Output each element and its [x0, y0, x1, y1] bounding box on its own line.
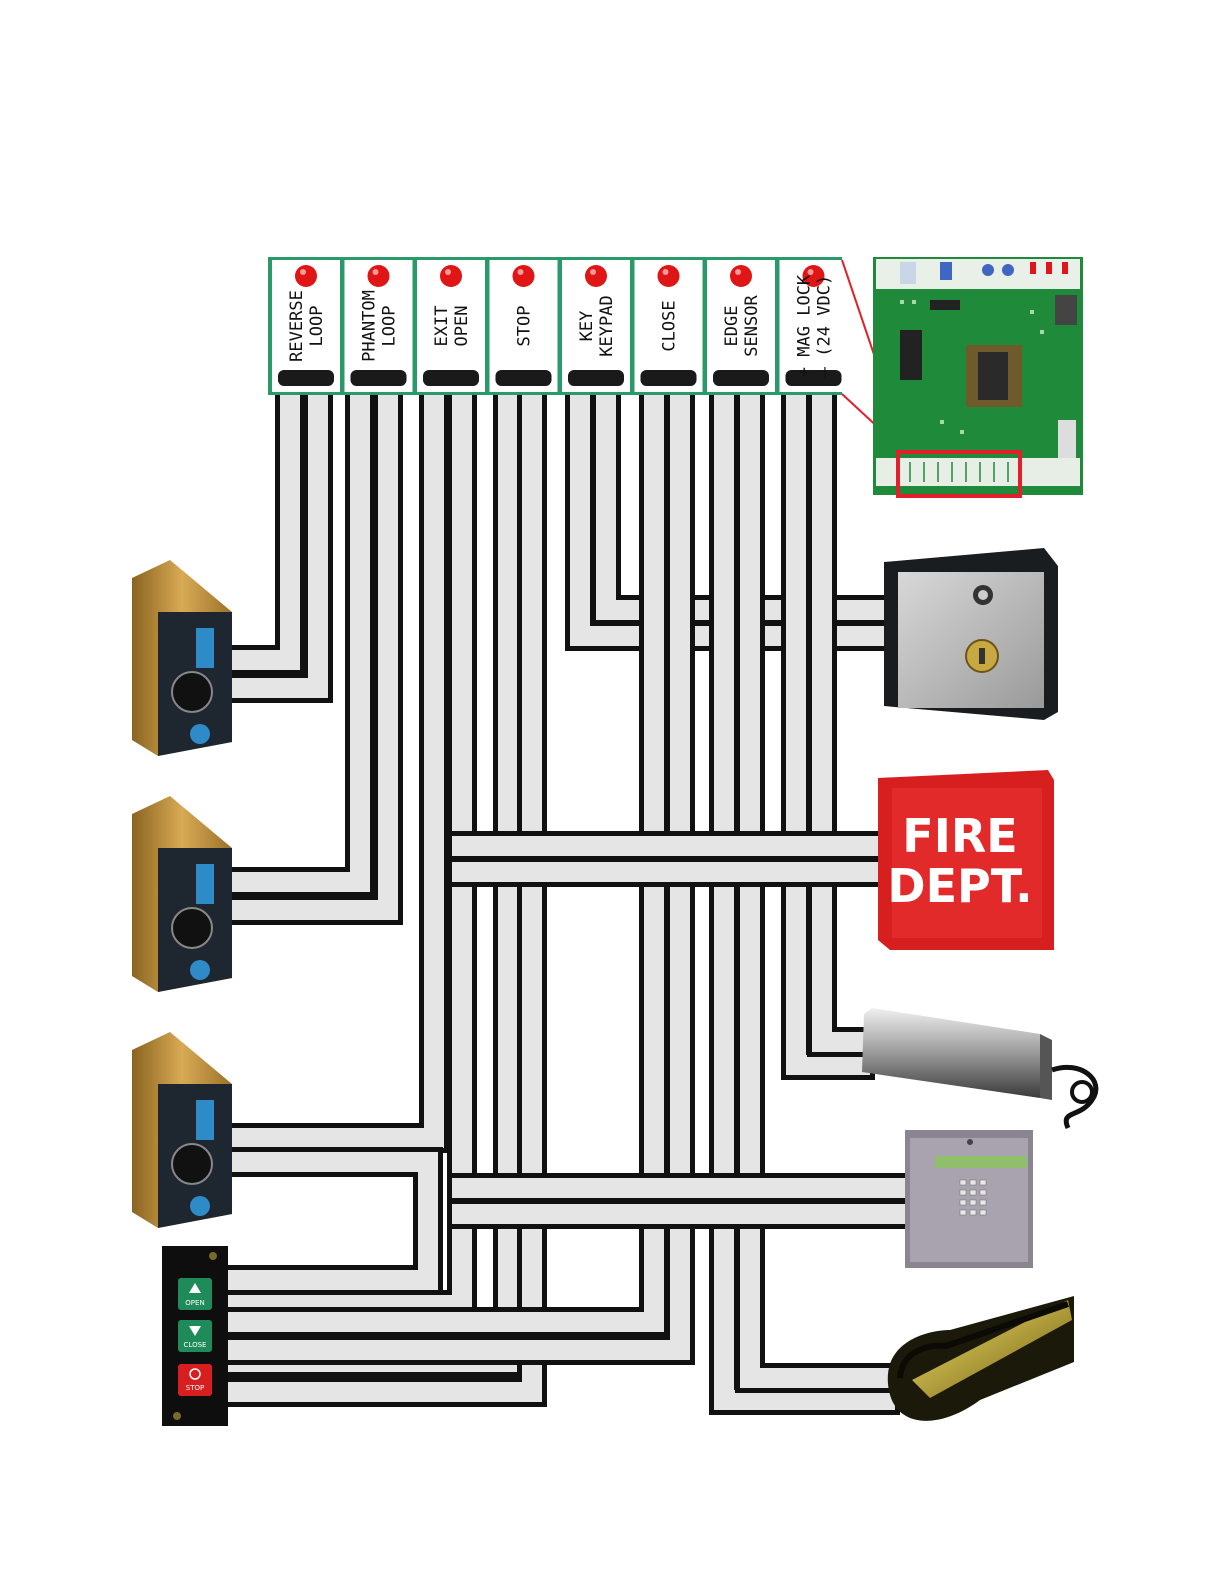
screw-terminal-icon — [568, 370, 624, 386]
terminal-label-line2: LOOP — [307, 306, 327, 347]
open-button-label: OPEN — [185, 1299, 204, 1307]
screw-terminal-icon — [351, 370, 407, 386]
led-indicator-icon — [658, 265, 680, 287]
loop-detector-1 — [132, 560, 232, 756]
led-indicator-icon — [585, 265, 607, 287]
wire-exit-open-a — [238, 395, 434, 1138]
terminal-label-line1: STOP — [515, 306, 535, 347]
terminal-label-line1: EDGE — [722, 306, 742, 347]
mag-lock — [862, 1008, 1096, 1128]
terminal-2: EXITOPEN — [417, 260, 485, 392]
terminal-label-line2: LOOP — [380, 306, 400, 347]
screw-terminal-icon — [713, 370, 769, 386]
terminal-label: CLOSE — [660, 300, 680, 351]
screw-terminal-icon — [641, 370, 697, 386]
terminal-6: EDGESENSOR — [707, 260, 775, 392]
terminal-label-line2: SENSOR — [742, 295, 762, 357]
terminal-label: STOP — [515, 306, 535, 347]
controller-board — [842, 257, 1083, 496]
terminal-label: EXITOPEN — [432, 306, 472, 347]
keypad — [905, 1130, 1033, 1268]
stop-button-label: STOP — [186, 1384, 204, 1392]
close-button-label: CLOSE — [184, 1341, 207, 1349]
button-station: OPEN CLOSE STOP — [162, 1246, 228, 1426]
screw-terminal-icon — [496, 370, 552, 386]
wire-exit-det3-b — [238, 1162, 428, 1280]
terminal-label-line1: PHANTOM — [360, 290, 380, 362]
loop-detector-3 — [132, 1032, 232, 1228]
terminal-label: + MAG LOCK– (24 VDC) — [795, 274, 835, 377]
led-indicator-icon — [368, 265, 390, 287]
fire-box-line1: FIRE — [902, 809, 1017, 863]
terminal-label-line1: REVERSE — [287, 290, 307, 362]
edge-sensor — [888, 1296, 1074, 1421]
fire-box-line2: DEPT. — [887, 859, 1032, 913]
terminal-7: + MAG LOCK– (24 VDC) — [780, 260, 848, 392]
terminal-label-line1: KEY — [577, 311, 597, 342]
led-indicator-icon — [440, 265, 462, 287]
terminal-3: STOP — [490, 260, 558, 392]
terminal-5: CLOSE — [635, 260, 703, 392]
terminal-label-line2: OPEN — [452, 306, 472, 347]
terminal-0: REVERSELOOP — [272, 260, 340, 392]
key-switch-box — [884, 548, 1058, 720]
led-indicator-icon — [730, 265, 752, 287]
terminal-label-line1: CLOSE — [660, 300, 680, 351]
screw-terminal-icon — [423, 370, 479, 386]
led-indicator-icon — [513, 265, 535, 287]
terminal-label-line1: + MAG LOCK — [795, 274, 815, 377]
wires — [238, 395, 905, 1400]
terminal-label-line2: KEYPAD — [597, 295, 617, 356]
led-indicator-icon — [295, 265, 317, 287]
terminal-4: KEYKEYPAD — [562, 260, 630, 392]
terminal-1: PHANTOMLOOP — [345, 260, 413, 392]
loop-detector-2 — [132, 796, 232, 992]
terminal-label-line1: EXIT — [432, 306, 452, 347]
fire-dept-box: FIRE DEPT. — [878, 770, 1054, 950]
screw-terminal-icon — [278, 370, 334, 386]
terminal-label-line2: – (24 VDC) — [815, 275, 835, 377]
